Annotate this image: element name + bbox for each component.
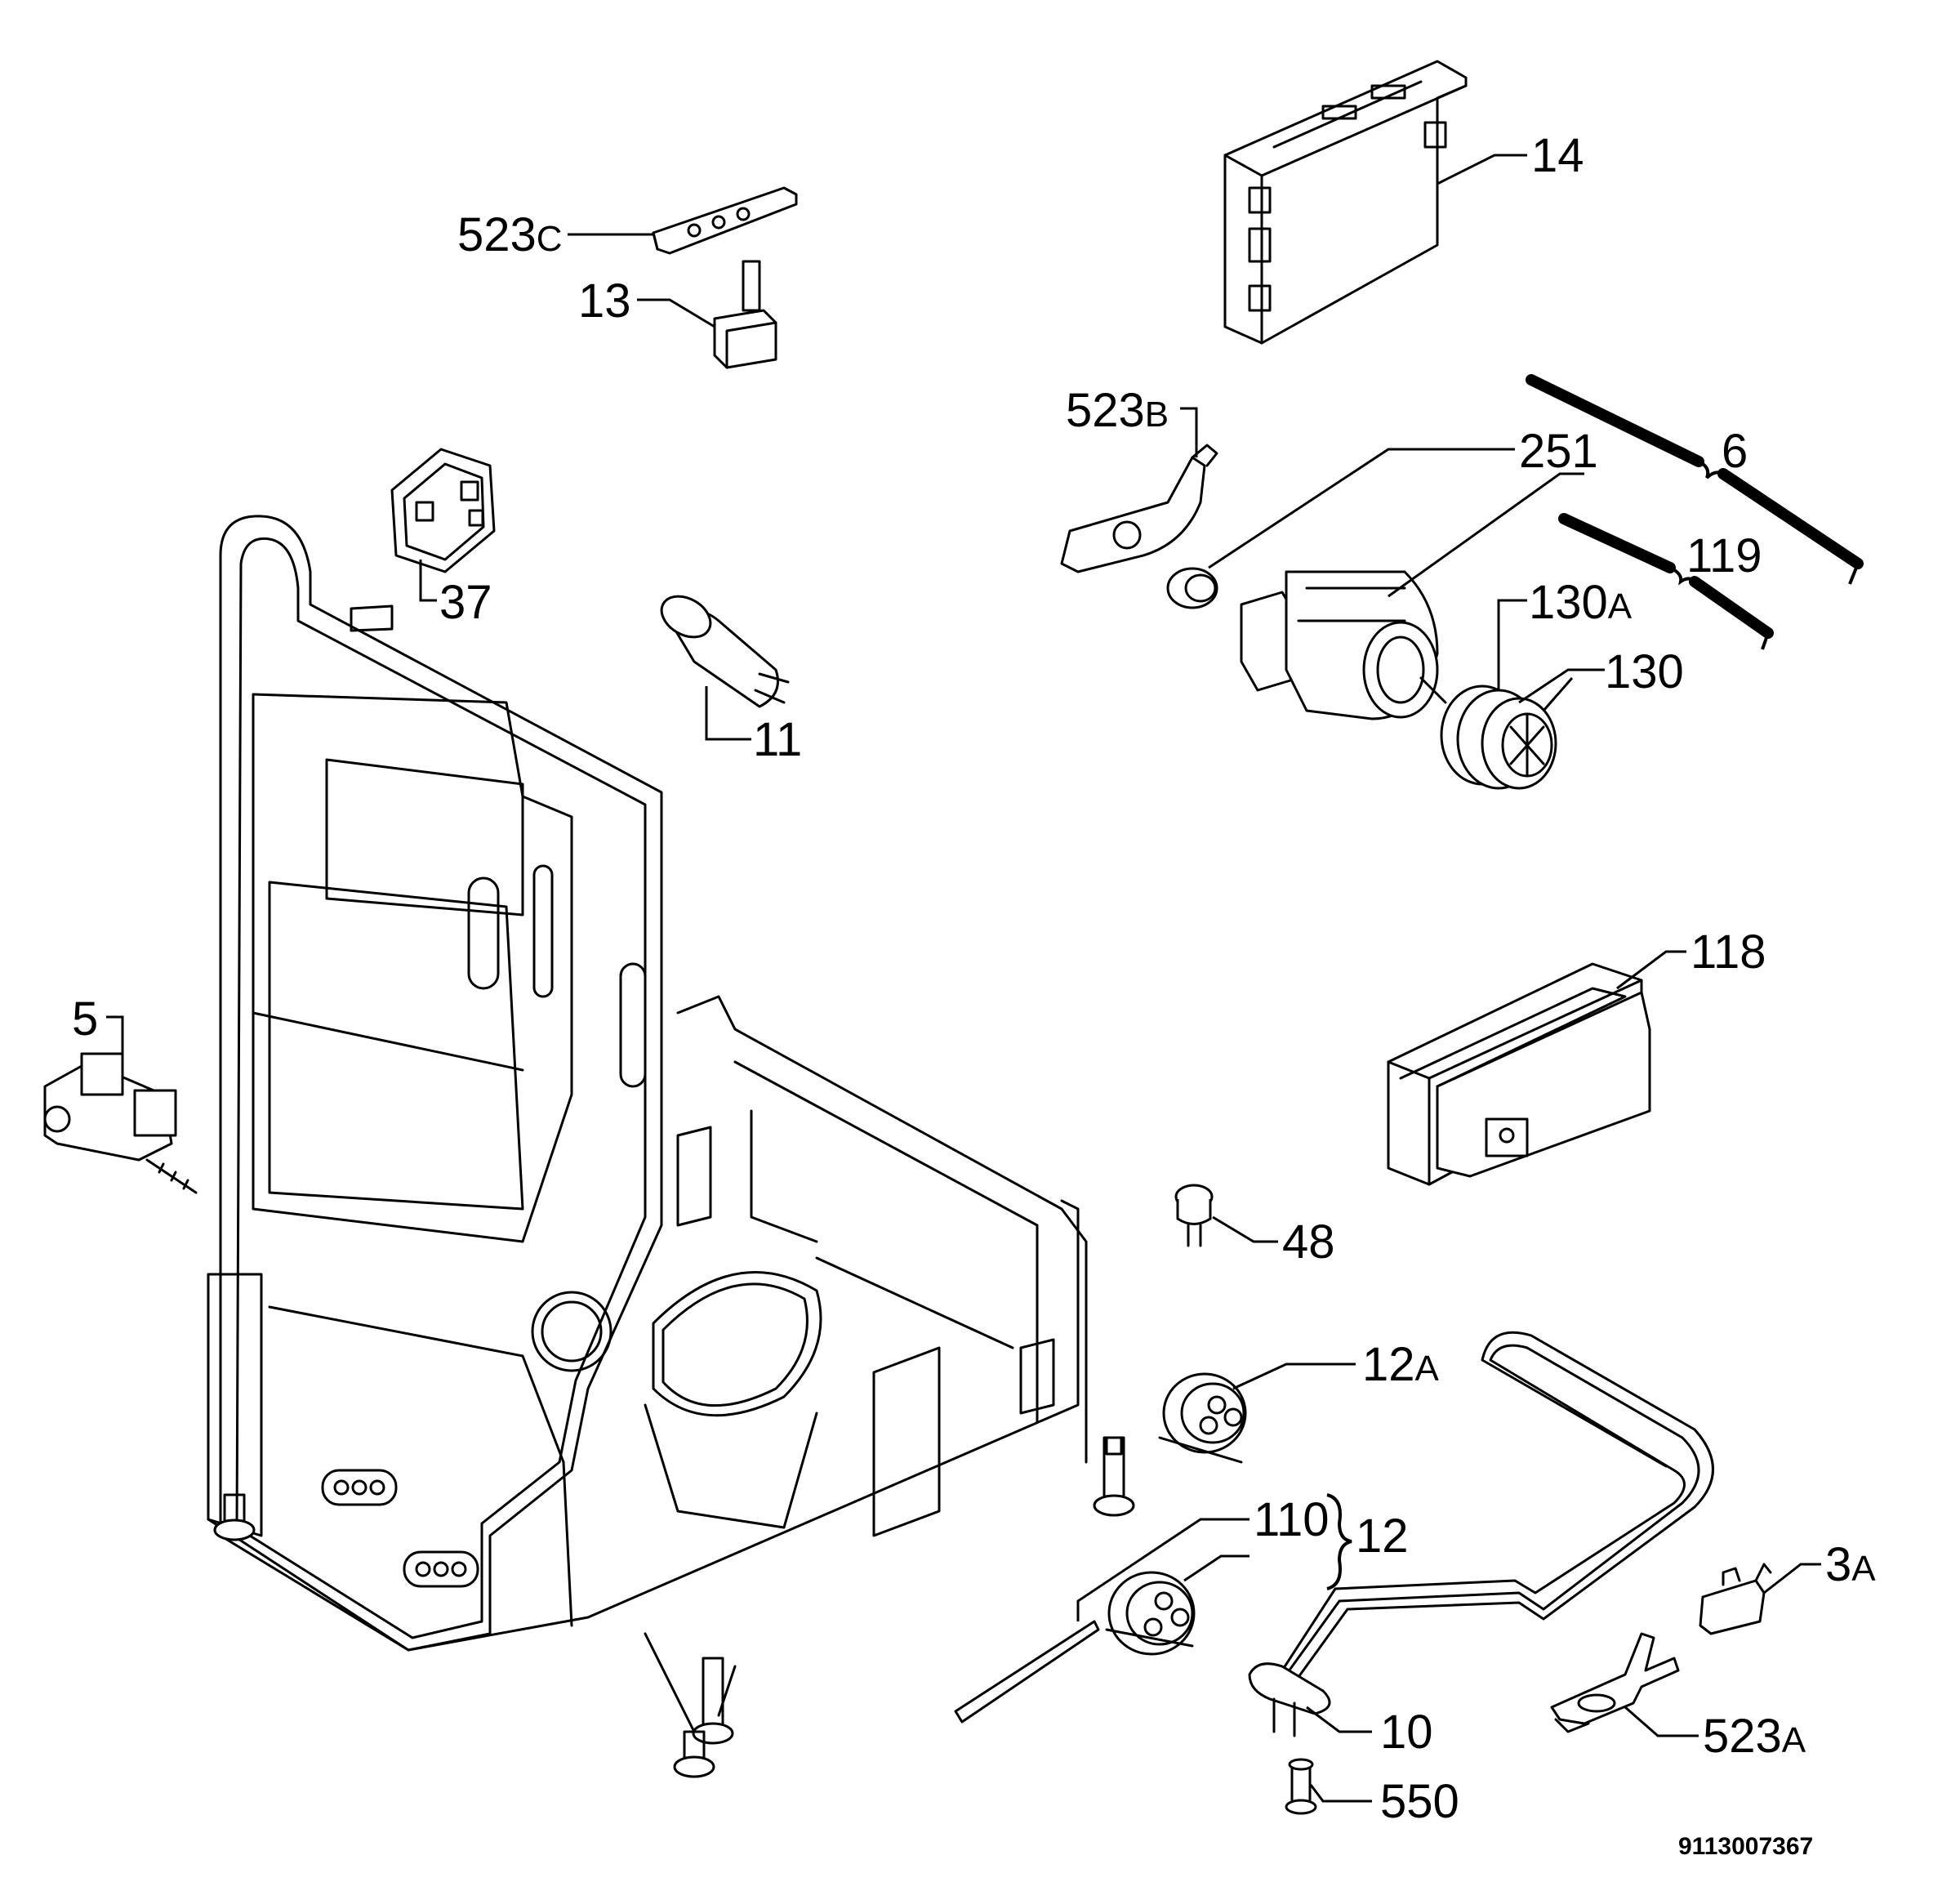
part-130-impeller bbox=[1440, 685, 1557, 790]
leader-11 bbox=[705, 686, 751, 741]
label-37: 37 bbox=[439, 576, 492, 629]
part-550-screw bbox=[1285, 1758, 1317, 1815]
leader-118 bbox=[1616, 950, 1686, 990]
part-12-hose bbox=[954, 1620, 1100, 1724]
label-48: 48 bbox=[1282, 1215, 1335, 1269]
label-13: 13 bbox=[578, 274, 631, 328]
part-11-capacitor bbox=[660, 595, 790, 708]
brace-6-lower bbox=[1717, 468, 1864, 569]
label-523b: 523B bbox=[1066, 384, 1169, 437]
part-14-control-module bbox=[1223, 60, 1468, 345]
label-10: 10 bbox=[1380, 1706, 1433, 1759]
label-130: 130 bbox=[1605, 645, 1684, 698]
leader-13 bbox=[637, 298, 715, 328]
label-550: 550 bbox=[1380, 1775, 1459, 1828]
part-37-connector-box bbox=[390, 448, 496, 573]
leader-14 bbox=[1437, 154, 1527, 185]
leader-3a bbox=[1763, 1563, 1821, 1594]
leader-550 bbox=[1309, 1784, 1372, 1803]
label-12a: 12A bbox=[1362, 1338, 1440, 1391]
leader-48 bbox=[1212, 1215, 1278, 1243]
brace-119-end bbox=[1761, 632, 1770, 650]
leader-5 bbox=[106, 1015, 124, 1054]
label-11: 11 bbox=[753, 713, 802, 766]
label-12: 12 bbox=[1356, 1510, 1409, 1563]
label-251: 251 bbox=[1519, 425, 1598, 478]
tub-frame bbox=[207, 515, 1135, 1778]
brace-6-curl bbox=[1698, 460, 1724, 479]
label-130a: 130A bbox=[1529, 576, 1633, 629]
part-6-pump-motor bbox=[1240, 570, 1447, 720]
label-3a: 3A bbox=[1825, 1538, 1876, 1591]
leader-523a bbox=[1624, 1706, 1699, 1737]
part-523a-bracket bbox=[1550, 1632, 1680, 1733]
brace-119-curl bbox=[1669, 566, 1696, 586]
leader-523b bbox=[1180, 407, 1198, 457]
brace-6-upper bbox=[1526, 374, 1704, 467]
leader-12a bbox=[1232, 1363, 1356, 1390]
label-6: 6 bbox=[1722, 425, 1748, 478]
brace-119-upper bbox=[1558, 513, 1676, 573]
part-12a-pressure-switch bbox=[1158, 1372, 1247, 1464]
part-13-switch bbox=[713, 260, 777, 369]
part-48-thermostat bbox=[1174, 1184, 1214, 1247]
leader-37 bbox=[419, 560, 437, 602]
brace-119-lower bbox=[1689, 576, 1774, 639]
part-110-pressure-switch bbox=[1105, 1571, 1196, 1656]
part-5-inlet-valve bbox=[43, 1052, 198, 1194]
label-14: 14 bbox=[1531, 129, 1584, 182]
part-251-seal bbox=[1166, 567, 1218, 609]
label-110: 110 bbox=[1254, 1493, 1329, 1546]
part-118-dispenser bbox=[1387, 962, 1651, 1186]
leader-10 bbox=[1306, 1706, 1372, 1733]
leader-6-motor bbox=[1388, 472, 1584, 598]
label-523a: 523A bbox=[1703, 1710, 1806, 1763]
leader-251 bbox=[1208, 448, 1515, 569]
leader-110 bbox=[1076, 1518, 1250, 1621]
label-5: 5 bbox=[72, 992, 98, 1046]
part-10-heater bbox=[1248, 1331, 1714, 1737]
leader-130 bbox=[1518, 668, 1605, 711]
label-119: 119 bbox=[1686, 529, 1762, 582]
document-id: 9113007367 bbox=[1678, 1833, 1813, 1860]
brace-6-end bbox=[1848, 563, 1860, 585]
label-523c: 523C bbox=[457, 208, 563, 261]
part-523c-bracket bbox=[652, 186, 798, 255]
brace-12 bbox=[1326, 1493, 1352, 1590]
part-3a-clip bbox=[1699, 1563, 1772, 1635]
part-523b-bracket bbox=[1060, 444, 1218, 573]
leader-130a bbox=[1497, 599, 1527, 690]
label-118: 118 bbox=[1690, 925, 1766, 979]
